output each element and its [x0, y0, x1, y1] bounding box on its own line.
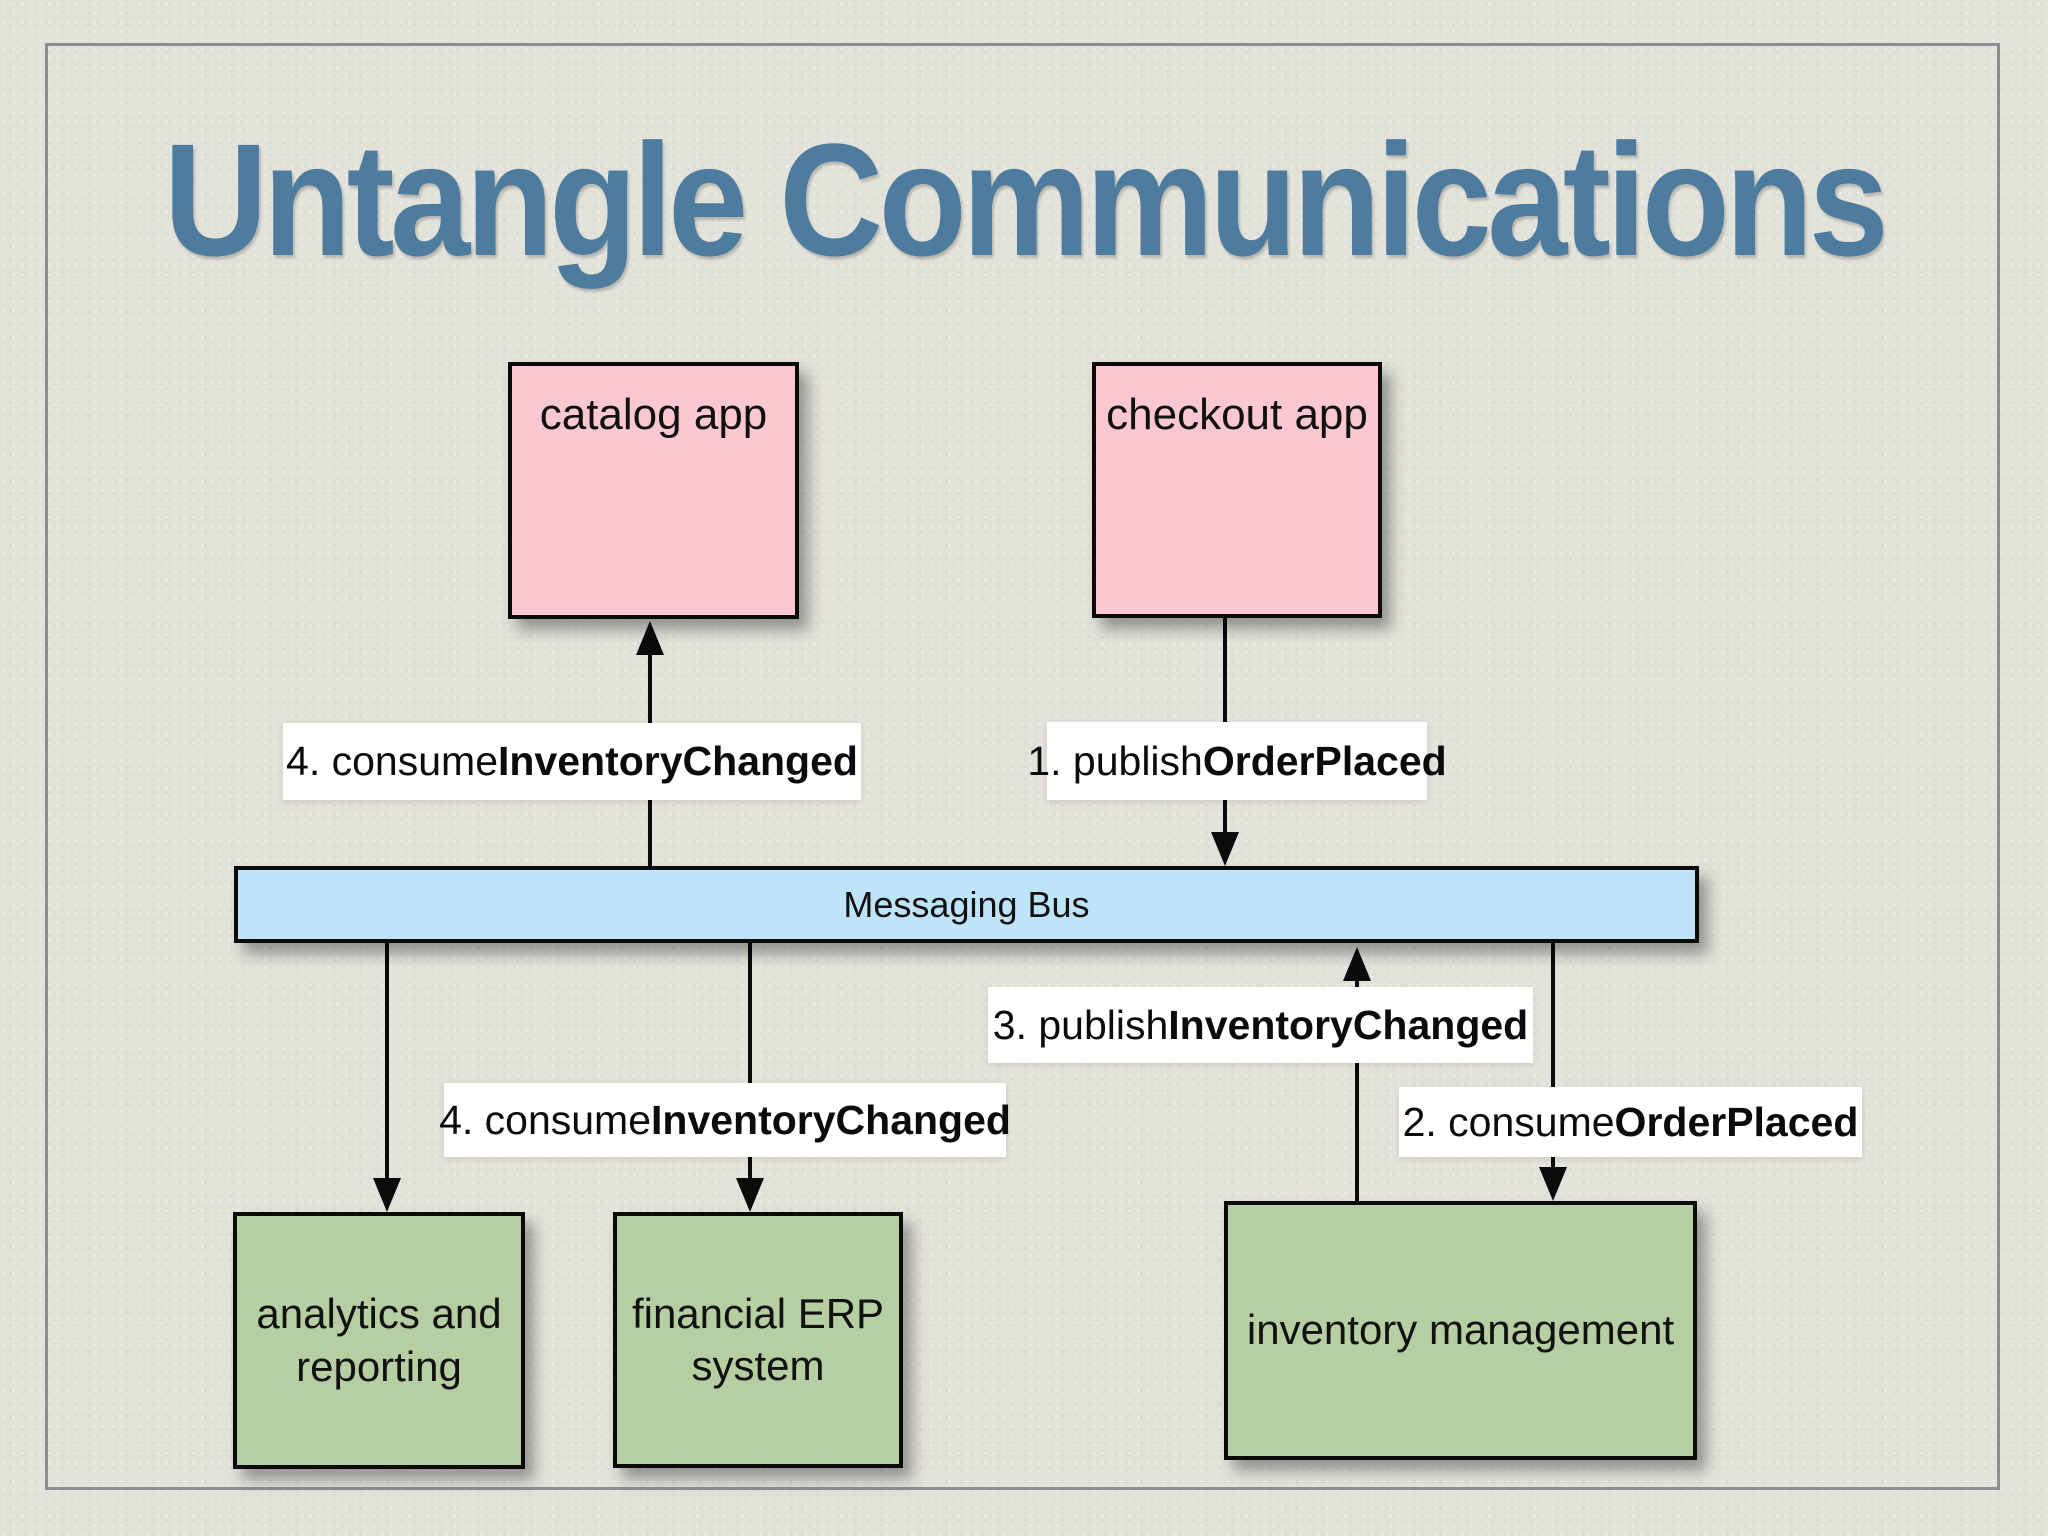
- flow-event: OrderPlaced: [1614, 1098, 1859, 1145]
- slide-title: Untangle Communications: [163, 110, 1889, 289]
- arrow-line-consume-orderplaced: [1551, 943, 1555, 1169]
- arrowhead-down-into-erp: [736, 1178, 764, 1212]
- arrowhead-up-into-bus-from-inventory: [1343, 947, 1371, 981]
- node-catalog-app-label: catalog app: [539, 390, 768, 439]
- financial-label-line2: system: [691, 1342, 825, 1389]
- flow-prefix: 1. publish: [1027, 737, 1203, 784]
- flow-label-publish-inventorychanged: 3. publish InventoryChanged: [988, 987, 1533, 1063]
- node-inventory-management: inventory management: [1224, 1201, 1697, 1460]
- node-inventory-management-label: inventory management: [1246, 1306, 1675, 1354]
- node-checkout-app-label: checkout app: [1106, 390, 1368, 439]
- arrow-line-consume-inventorychanged-erp: [748, 943, 752, 1180]
- slide-border-frame: [45, 43, 2000, 1490]
- flow-event: OrderPlaced: [1202, 737, 1447, 784]
- arrowhead-down-into-bus-from-checkout: [1211, 832, 1239, 866]
- flow-label-consume-inventorychanged-erp: 4. consume InventoryChanged: [439, 1083, 1011, 1157]
- arrow-line-bus-to-analytics: [385, 943, 389, 1180]
- flow-event: InventoryChanged: [1168, 1001, 1529, 1048]
- flow-label-publish-orderplaced: 1. publish OrderPlaced: [1027, 722, 1447, 800]
- node-catalog-app: catalog app: [508, 362, 799, 619]
- node-analytics-reporting: analytics and reporting: [233, 1212, 525, 1469]
- node-financial-erp: financial ERP system: [613, 1212, 903, 1468]
- flow-prefix: 3. publish: [992, 1001, 1169, 1048]
- node-checkout-app: checkout app: [1092, 362, 1382, 618]
- arrow-line-publish-inventorychanged: [1355, 979, 1359, 1201]
- flow-label-consume-inventorychanged-catalog: 4. consume InventoryChanged: [283, 723, 861, 800]
- node-messaging-bus: Messaging Bus: [234, 866, 1699, 943]
- flow-event: InventoryChanged: [651, 1096, 1011, 1143]
- arrowhead-down-into-analytics: [373, 1178, 401, 1212]
- node-financial-erp-label: financial ERP system: [617, 1216, 899, 1464]
- flow-event: InventoryChanged: [498, 738, 858, 784]
- node-analytics-reporting-label: analytics and reporting: [237, 1216, 521, 1465]
- node-messaging-bus-label: Messaging Bus: [843, 884, 1090, 925]
- analytics-label-line2: reporting: [296, 1342, 462, 1390]
- flow-prefix: 4. consume: [286, 738, 498, 784]
- arrowhead-up-into-catalog: [636, 621, 664, 655]
- analytics-label-line1: analytics and: [256, 1290, 502, 1337]
- financial-label-line1: financial ERP: [631, 1289, 885, 1337]
- flow-prefix: 4. consume: [439, 1096, 652, 1143]
- arrowhead-down-into-inventory: [1539, 1167, 1567, 1201]
- flow-prefix: 2. consume: [1402, 1098, 1615, 1145]
- flow-label-consume-orderplaced: 2. consume OrderPlaced: [1399, 1087, 1862, 1157]
